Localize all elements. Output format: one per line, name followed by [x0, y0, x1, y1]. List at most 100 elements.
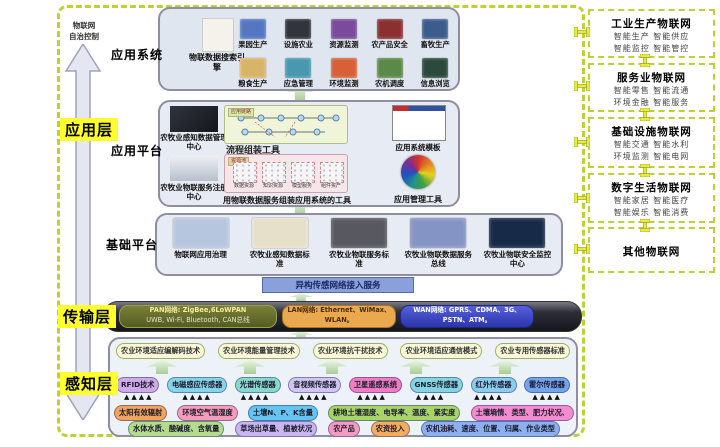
process-flow-panel: 应用链路 — [224, 105, 348, 144]
resource-box — [320, 162, 344, 183]
iot-self-control-label: 物联网 自治控制 — [69, 21, 99, 42]
perception-layer-label: 感知层 — [60, 372, 119, 395]
sensor-pill: 卫星遥感系统 — [348, 377, 403, 393]
resource-pool-panel: 资源池 数据资源 知识资源 模型服务 组件资产 — [224, 154, 348, 193]
tech-pill: 农业专用传感器标准 — [495, 343, 570, 359]
facility-agriculture-icon — [285, 19, 312, 39]
resource-monitoring-icon — [330, 19, 357, 39]
app-item: 畜牧生产 — [412, 19, 458, 50]
link-icon — [640, 54, 650, 67]
param-pill: 土壤墒情、类型、肥力状况、 — [470, 405, 574, 421]
sensor-pill-row: RFID技术 电磁感应传感器 光谱传感器 音视频传感器 卫星遥感系统 GNSS传… — [116, 377, 570, 393]
tech-pill: 农业环境适应编解码技术 — [116, 343, 206, 359]
triangle-group: ▲▲▲▲ — [474, 393, 504, 401]
link-icon — [574, 137, 590, 147]
app-item: 果园生产 — [230, 19, 276, 50]
param-pill: 农产品 — [328, 421, 360, 437]
base-item: 物联网应用治理 — [161, 218, 240, 271]
template-label: 应用系统模板 — [395, 143, 441, 152]
machinery-dispatch-icon — [376, 58, 403, 78]
link-icon — [574, 27, 590, 37]
sensing-data-standard-icon — [251, 218, 308, 248]
template-titlebar — [393, 106, 445, 111]
param-pill: 草场出草量、植被状况 — [235, 421, 318, 437]
perception-panel: 农业环境适应编解码技术 农业环境能量管理技术 农业环境抗干扰技术 农业环境适应通… — [108, 337, 578, 437]
service-iot-box: 服务业物联网 智能零售 智能流通 环境金融 智能服务 — [588, 63, 715, 112]
info-browsing-icon — [422, 58, 449, 78]
resource-box — [233, 162, 257, 183]
data-center-label: 农牧业感知数据管理中心 — [160, 133, 228, 152]
sensor-pill: GNSS传感器 — [409, 377, 464, 393]
data-service-bus-icon — [410, 218, 467, 248]
digital-life-iot-box: 数字生活物联网 智能家居 智能医疗 智能娱乐 智能消费 — [588, 173, 715, 223]
app-item: 粮食生产 — [230, 58, 276, 89]
template-image — [392, 105, 446, 141]
param-pill: 农资投入 — [370, 421, 410, 437]
triangle-group: ▲▲▲▲ — [240, 393, 271, 401]
infrastructure-iot-box: 基础设施物联网 智能交通 智能水利 环境监测 智能电网 — [588, 117, 715, 168]
up-arrow-icon — [235, 360, 265, 374]
iot-governance-icon — [172, 218, 229, 248]
base-item: 农牧业物联服务标准 — [319, 218, 398, 271]
security-center-icon — [489, 218, 546, 248]
management-tool-label: 应用管理工具 — [394, 195, 442, 204]
sensor-pill: 音视频传感器 — [288, 377, 342, 393]
resource-box — [262, 162, 286, 183]
produce-safety-icon — [376, 19, 403, 39]
search-engine-icon — [202, 18, 234, 52]
access-service-bar: 异构传感网络接入服务 — [262, 277, 414, 293]
industry-iot-box: 工业生产物联网 智能生产 智能供应 智能监控 智能管控 — [588, 9, 715, 58]
param-pill: 农机油耗、速度、位置、归属、作业类型 — [420, 421, 560, 437]
registry-label: 农牧业物联服务注册中心 — [160, 183, 228, 202]
tier-base-platform-label: 基础平台 — [106, 238, 159, 252]
tech-pill: 农业环境能量管理技术 — [218, 343, 300, 359]
data-center-image — [170, 106, 218, 132]
assembly-caption: 用物联数据服务组装应用系统的工具 — [223, 196, 351, 205]
emergency-management-icon — [285, 58, 312, 78]
assembly-tool-label: 流程组装工具 — [226, 146, 281, 156]
app-grid: 果园生产 设施农业 资源监测 农产品安全 畜牧生产 粮食生产 应急管理 环境监测… — [230, 11, 458, 91]
app-platform-panel: 农牧业感知数据管理中心 农牧业物联服务注册中心 应用链路 流程组装工具 资源池 … — [158, 100, 460, 207]
tech-pill: 农业环境抗干扰技术 — [312, 343, 388, 359]
transport-layer-label: 传输层 — [58, 305, 117, 328]
param-pill-row-1: 太阳有效辐射 环境空气温湿度 土壤N、P、K含量 耕地土壤湿度、电导率、温度、紧… — [114, 405, 574, 421]
link-icon — [640, 219, 650, 232]
orchard-production-icon — [239, 19, 266, 39]
environment-monitoring-icon — [330, 58, 357, 78]
link-icon — [640, 164, 650, 177]
sensor-pill: RFID技术 — [116, 377, 160, 393]
app-system-panel: 物联数据搜索引擎 果园生产 设施农业 资源监测 农产品安全 畜牧生产 粮食生产 … — [158, 7, 460, 91]
up-arrow-icon — [147, 360, 177, 374]
lan-network-pill: LAN网络: Ethernet、WiMax、 WLAN。 — [282, 305, 396, 328]
other-iot-box: 其他物联网 — [588, 227, 715, 273]
base-item: 农牧业感知数据标准 — [240, 218, 319, 271]
tech-pill-row: 农业环境适应编解码技术 农业环境能量管理技术 农业环境抗干扰技术 农业环境适应通… — [116, 343, 570, 359]
link-icon — [574, 81, 590, 91]
pan-network-pill: PAN网络: ZigBee,6LoWPAN UWB, Wi-Fi, Blueto… — [119, 305, 277, 328]
param-pill: 土壤N、P、K含量 — [247, 405, 318, 421]
signal-triangles-row: ▲▲▲▲ ▲▲▲▲ ▲▲▲▲ ▲▲▲▲ ▲▲▲▲ ▲▲▲▲ ▲▲▲▲ ▲▲▲▲ — [124, 393, 562, 401]
sensor-pill: 光谱传感器 — [234, 377, 281, 393]
triangle-group: ▲▲▲▲ — [124, 393, 154, 401]
chain-tag: 应用链路 — [228, 108, 255, 117]
link-icon — [640, 108, 650, 121]
livestock-production-icon — [422, 19, 449, 39]
base-platform-panel: 物联网应用治理 农牧业感知数据标准 农牧业物联服务标准 农牧业物联数据服务总线 … — [155, 213, 563, 276]
app-item: 环境监测 — [321, 58, 367, 89]
resource-box — [291, 162, 315, 183]
param-pill: 环境空气温湿度 — [177, 405, 238, 421]
triangle-group: ▲▲▲▲ — [532, 393, 562, 401]
triangle-group: ▲▲▲▲ — [357, 393, 387, 401]
application-layer-label: 应用层 — [60, 118, 119, 141]
up-arrow-icon — [317, 360, 347, 374]
base-item: 农牧业物联安全监控中心 — [478, 218, 557, 271]
tier-app-platform-label: 应用平台 — [111, 144, 164, 158]
registry-image — [170, 155, 218, 181]
grain-production-icon — [239, 58, 266, 78]
triangle-group: ▲▲▲▲ — [182, 393, 212, 401]
param-pill: 耕地土壤湿度、电导率、温度、紧实度 — [328, 405, 461, 421]
sensor-pill: 红外传感器 — [470, 377, 517, 393]
iot-service-standard-icon — [331, 218, 387, 248]
link-icon — [574, 244, 590, 254]
